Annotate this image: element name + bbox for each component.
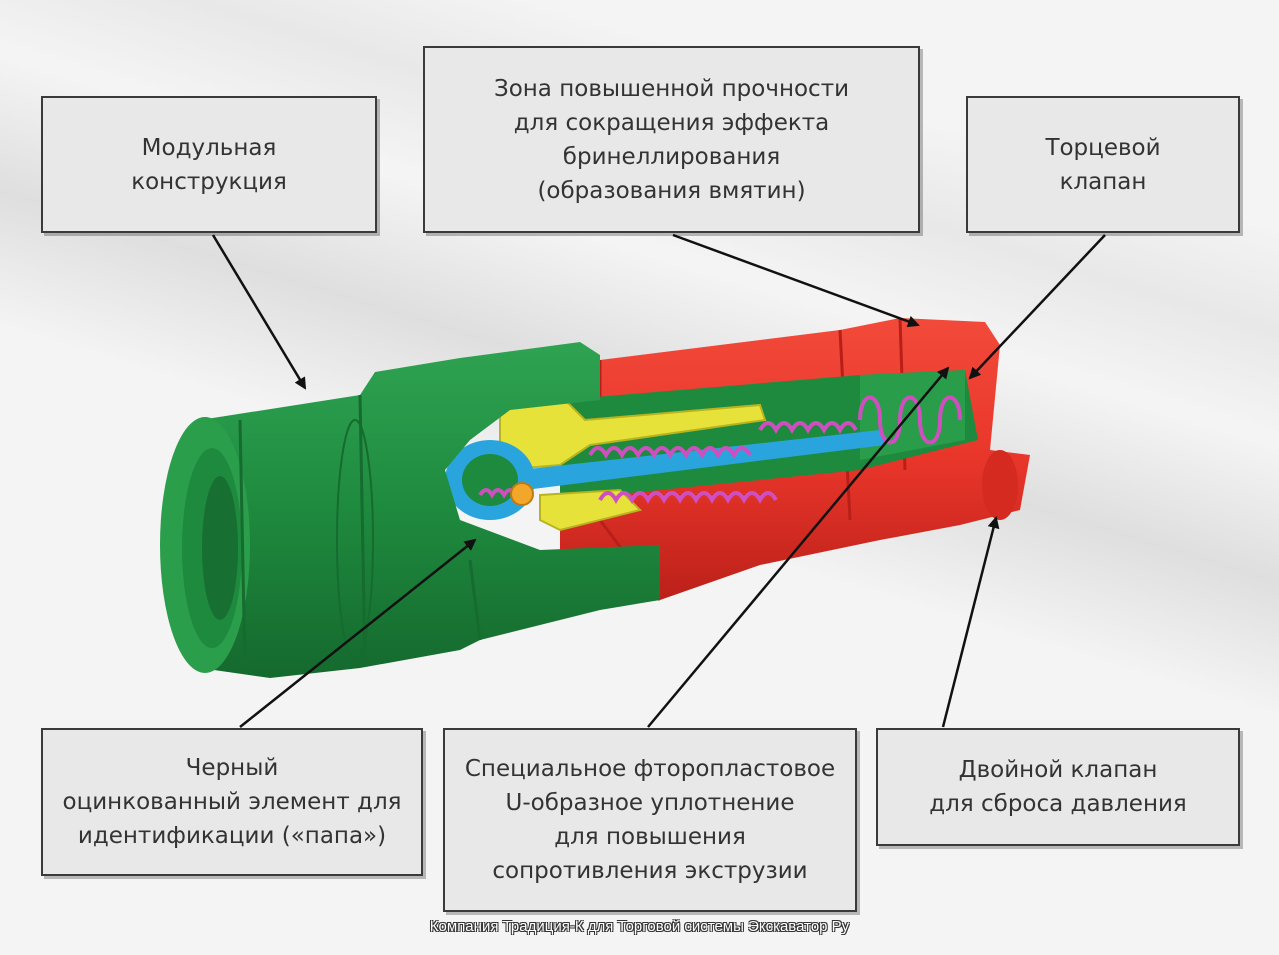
arrow-modular	[211, 234, 307, 390]
label-u-seal: Специальное фторопластовое U-образное уп…	[443, 728, 857, 912]
green-coupling-body	[160, 342, 660, 678]
arrow-black-element	[239, 538, 477, 728]
arrow-u-seal	[647, 366, 950, 728]
label-modular-construction: Модульная конструкция	[41, 96, 377, 233]
label-strength-zone: Зона повышенной прочности для сокращения…	[423, 46, 920, 233]
footer-caption: Компания Традиция-К для Торговой системы…	[429, 918, 850, 935]
springs	[478, 395, 962, 505]
label-end-valve: Торцевой клапан	[966, 96, 1240, 233]
leader-lines	[211, 233, 1106, 728]
check-ball	[510, 482, 534, 506]
arrow-end-valve	[968, 234, 1106, 380]
label-black-element: Черный оцинкованный элемент для идентифи…	[41, 728, 423, 876]
label-double-valve: Двойной клапан для сброса давления	[876, 728, 1240, 846]
arrow-double-valve	[941, 516, 1000, 728]
arrow-strength-zone	[672, 233, 920, 328]
